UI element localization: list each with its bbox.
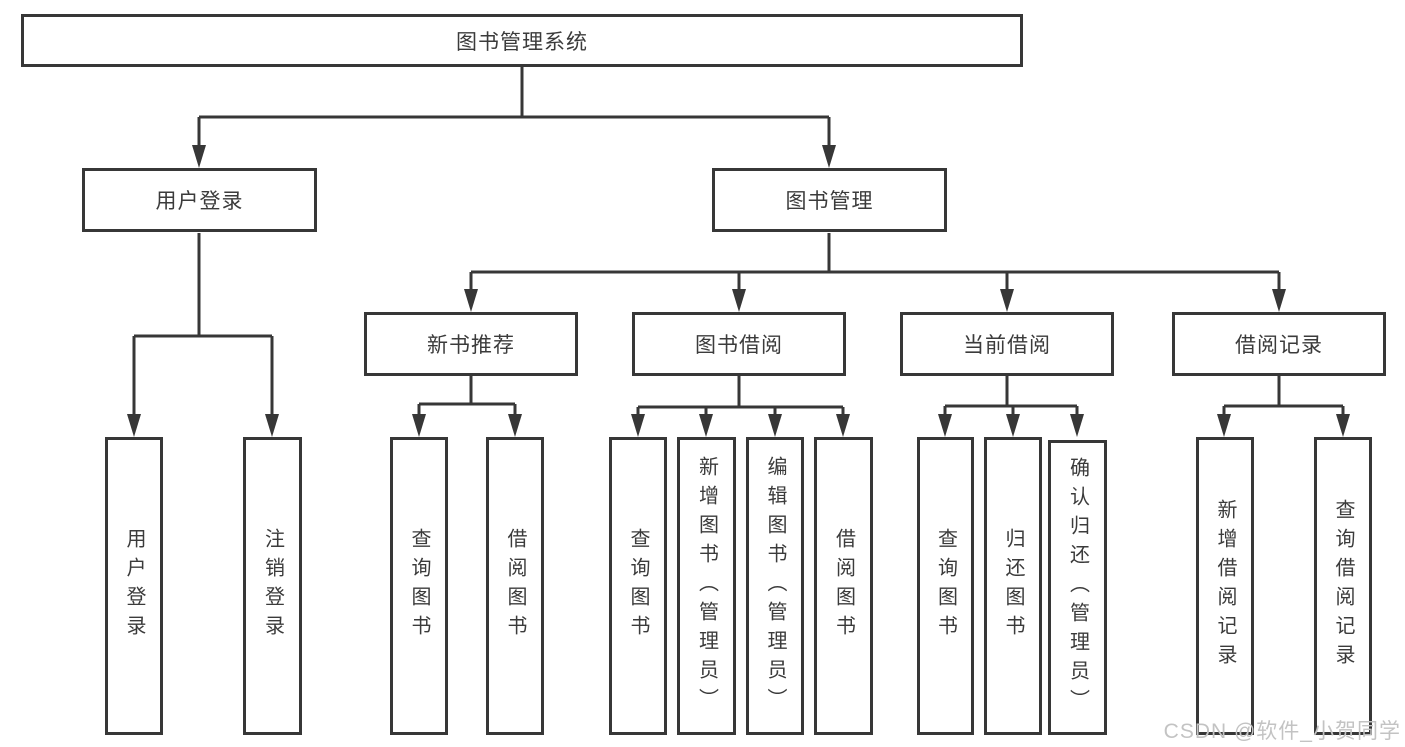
node-user-login: 用户登录 <box>82 168 317 232</box>
node-root-system: 图书管理系统 <box>21 14 1023 67</box>
leaf-current-return-book-label: 归还图书 <box>1002 528 1024 644</box>
node-borrow-records-label: 借阅记录 <box>1235 334 1323 357</box>
leaf-logout-login: 注销登录 <box>243 437 302 735</box>
leaf-current-query-book-label: 查询图书 <box>934 528 957 644</box>
leaf-records-query-record: 查询借阅记录 <box>1314 437 1372 735</box>
leaf-current-confirm-return: 确认归还（管理员） <box>1048 440 1107 735</box>
node-borrow-records: 借阅记录 <box>1172 312 1386 376</box>
node-current-borrow: 当前借阅 <box>900 312 1114 376</box>
leaf-current-query-book: 查询图书 <box>917 437 974 735</box>
node-book-borrow-label: 图书借阅 <box>695 334 783 357</box>
leaf-current-confirm-return-label: 确认归还（管理员） <box>1066 457 1089 718</box>
node-book-management-label: 图书管理 <box>785 190 874 213</box>
leaf-borrow-edit-book: 编辑图书（管理员） <box>746 437 804 735</box>
leaf-borrow-edit-book-label: 编辑图书（管理员） <box>764 455 786 717</box>
node-user-login-label: 用户登录 <box>155 190 244 213</box>
leaf-borrow-query-book: 查询图书 <box>609 437 667 735</box>
leaf-user-login-label: 用户登录 <box>123 528 145 644</box>
leaf-recommend-borrow-book-label: 借阅图书 <box>504 528 526 644</box>
leaf-current-return-book: 归还图书 <box>984 437 1042 735</box>
leaf-records-add-record-label: 新增借阅记录 <box>1214 499 1236 673</box>
leaf-user-login: 用户登录 <box>105 437 163 735</box>
node-current-borrow-label: 当前借阅 <box>963 334 1051 357</box>
node-root-system-label: 图书管理系统 <box>456 30 588 54</box>
leaf-borrow-borrow-book: 借阅图书 <box>814 437 873 735</box>
leaf-records-add-record: 新增借阅记录 <box>1196 437 1254 735</box>
leaf-borrow-query-book-label: 查询图书 <box>627 528 649 644</box>
node-new-book-recommend: 新书推荐 <box>364 312 578 376</box>
csdn-watermark: CSDN @软件_小贺同学 <box>1163 720 1401 743</box>
node-new-book-recommend-label: 新书推荐 <box>427 334 515 357</box>
leaf-recommend-query-book: 查询图书 <box>390 437 448 735</box>
leaf-borrow-add-book-label: 新增图书（管理员） <box>695 455 718 717</box>
node-book-borrow: 图书借阅 <box>632 312 846 376</box>
node-book-management: 图书管理 <box>712 168 947 232</box>
leaf-recommend-query-book-label: 查询图书 <box>408 528 430 644</box>
leaf-borrow-borrow-book-label: 借阅图书 <box>832 528 855 644</box>
leaf-borrow-add-book: 新增图书（管理员） <box>677 437 736 735</box>
leaf-logout-login-label: 注销登录 <box>261 528 284 644</box>
leaf-records-query-record-label: 查询借阅记录 <box>1332 499 1354 673</box>
leaf-recommend-borrow-book: 借阅图书 <box>486 437 544 735</box>
